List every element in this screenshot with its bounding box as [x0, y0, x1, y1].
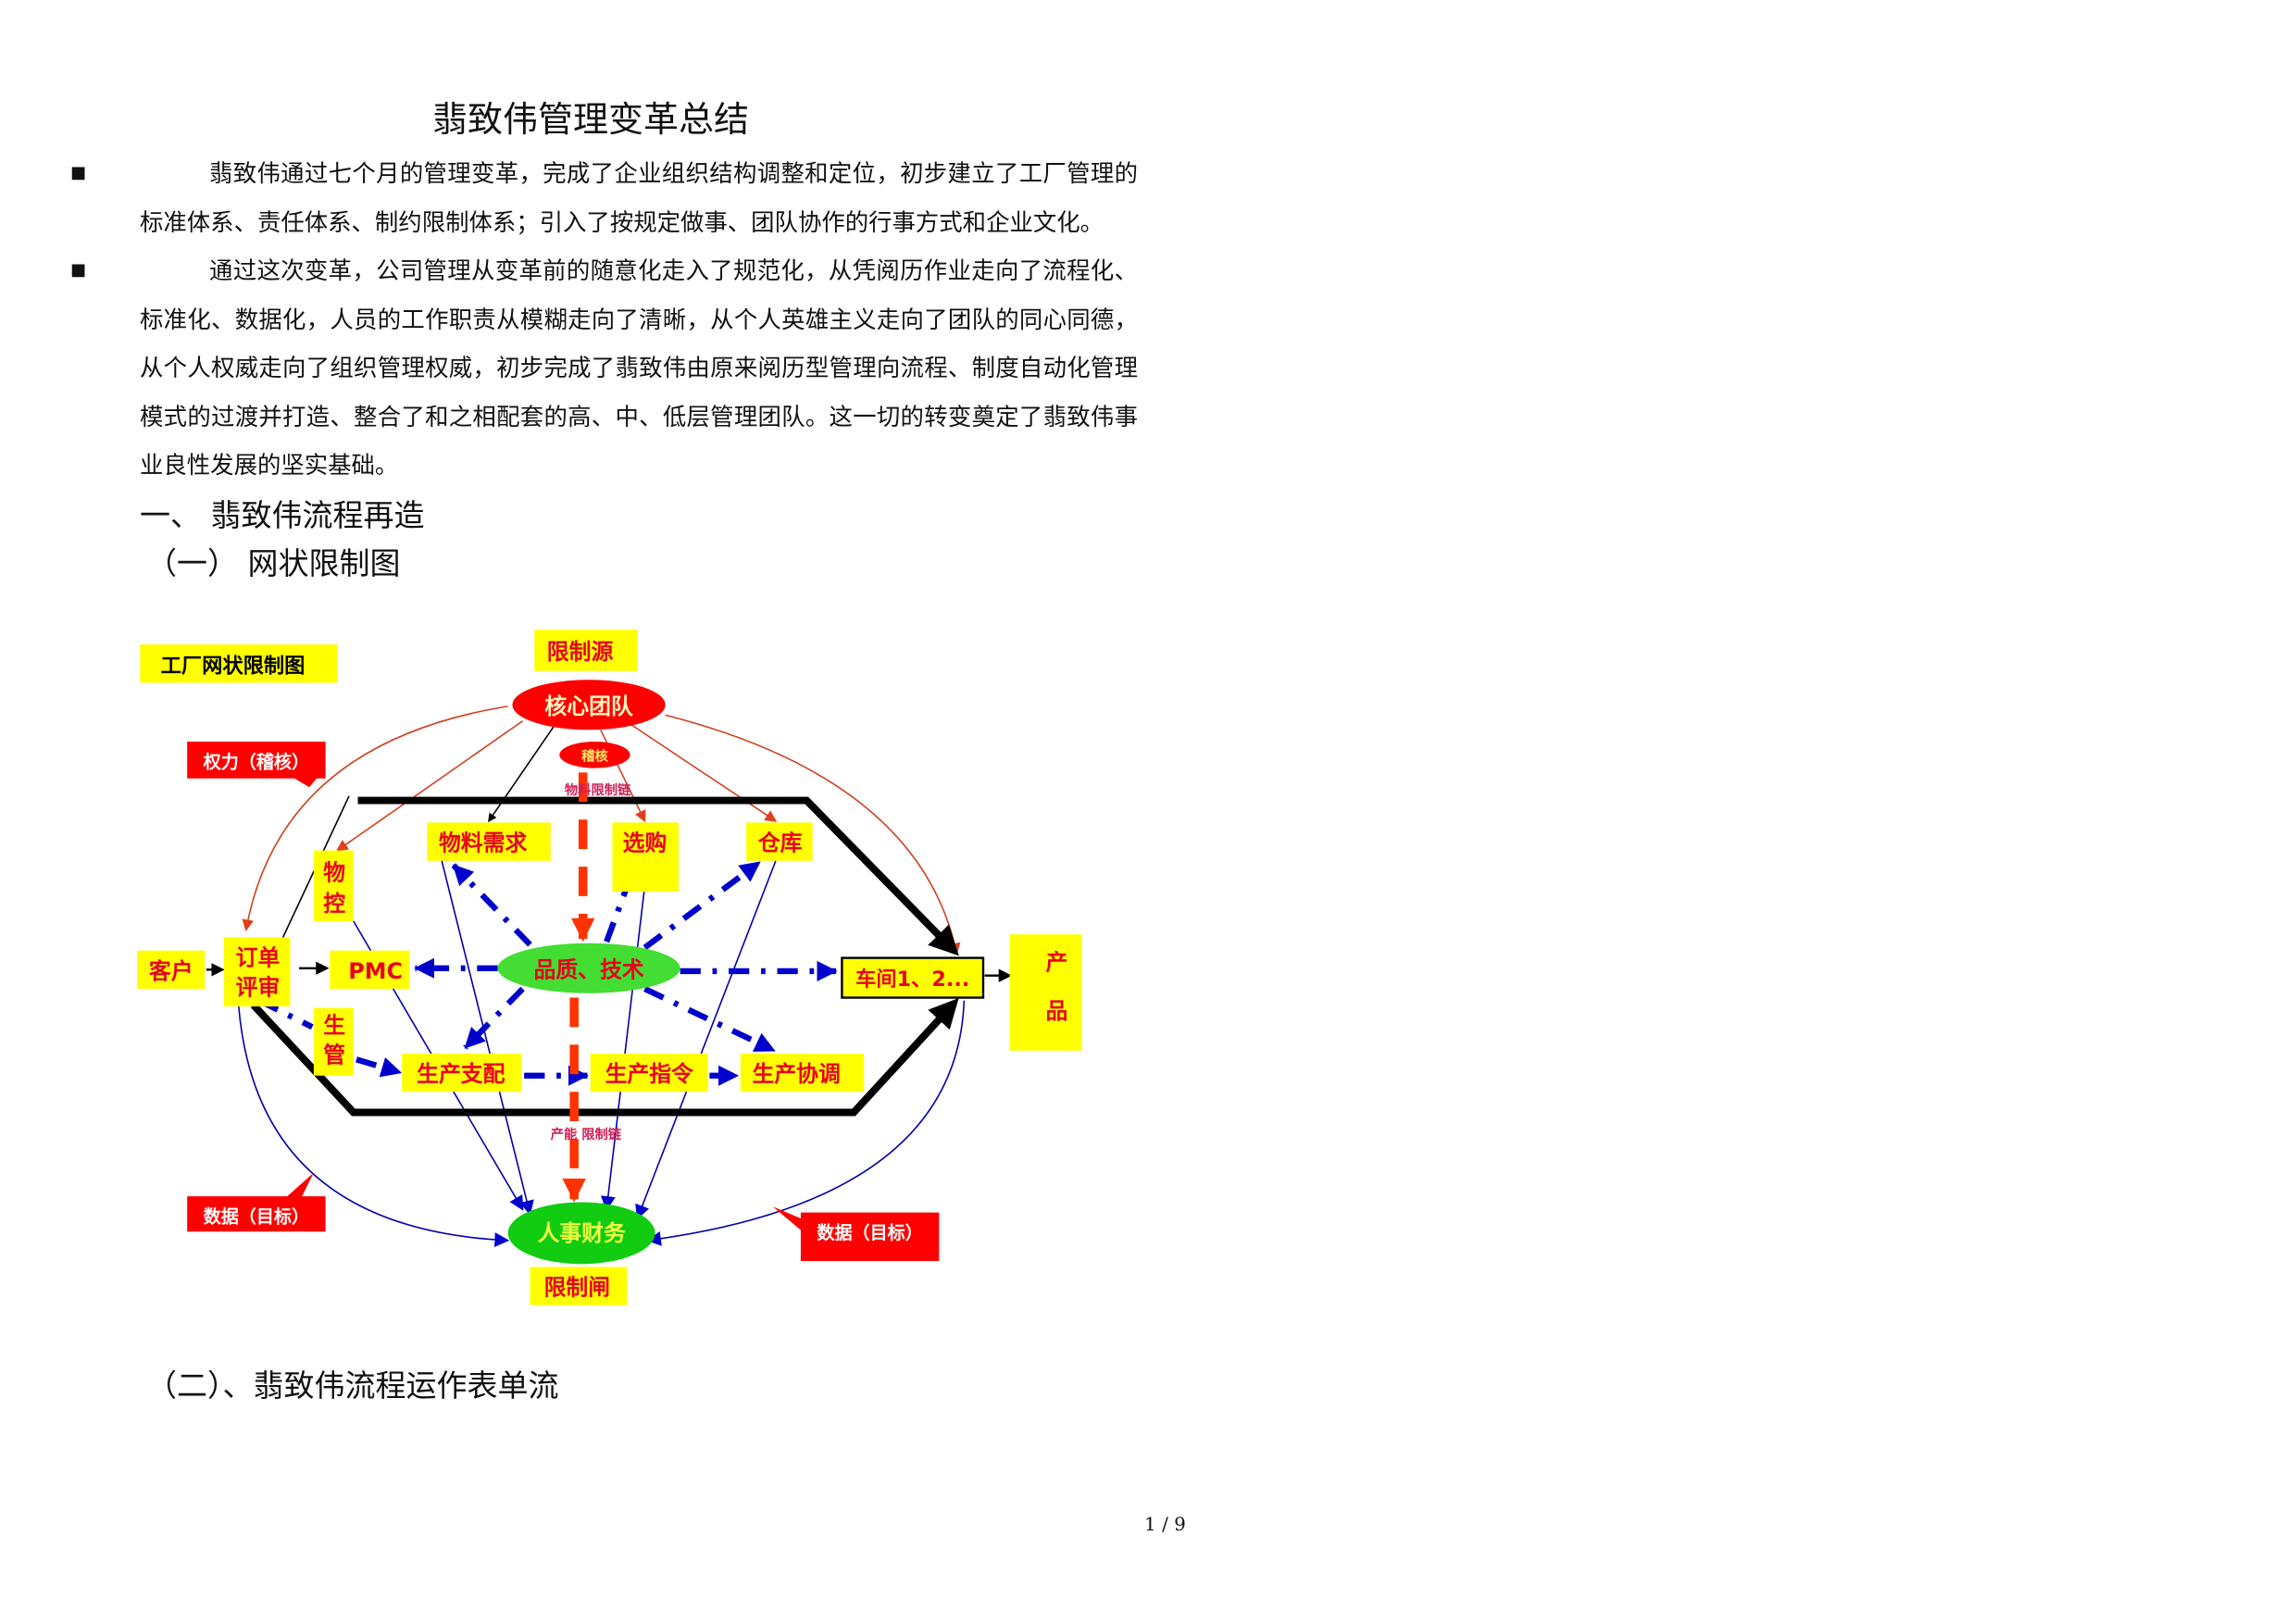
material-chain-label: 物料限制链 — [565, 781, 631, 798]
hr-finance-node — [507, 1202, 655, 1265]
power-callout-text: 权力（稽核） — [203, 752, 309, 773]
paragraph-1: ■ 翡致伟通过七个月的管理变革，完成了企业组织结构调整和定位，初步建立了工厂管理的… — [70, 149, 1138, 246]
process-frame — [250, 796, 959, 1117]
audit-bubble — [559, 742, 630, 768]
bullet-square-icon: ■ — [70, 163, 87, 182]
production-dispatch-label: 生产支配 — [417, 1061, 505, 1087]
gate-label: 限制闸 — [544, 1275, 610, 1301]
paragraph-2: ■ 通过这次变革，公司管理从变革前的随意化走入了规范化，从凭阅历作业走向了流程化、… — [70, 246, 1138, 490]
production-order-box — [590, 1053, 708, 1092]
quality-tech-node — [497, 943, 680, 993]
material-control-label: 物控 — [323, 859, 345, 916]
power-callout: 权力（稽核） — [187, 742, 326, 788]
paragraph-1-text: 翡致伟通过七个月的管理变革，完成了企业组织结构调整和定位，初步建立了工厂管理的标… — [140, 159, 1138, 236]
material-demand-box — [427, 822, 551, 861]
audit-bubble-label: 稽核 — [581, 748, 608, 765]
section-heading: 一、 翡致伟流程再造 — [140, 497, 425, 533]
workshop-box — [841, 956, 985, 999]
production-mgmt-box — [313, 1007, 354, 1076]
flow-arrows — [206, 961, 1012, 982]
purchasing-label: 选购 — [623, 830, 668, 856]
pmc-label: PMC — [348, 958, 403, 984]
subsection-heading-2: （二）、翡致伟流程运作表单流 — [146, 1367, 559, 1404]
production-coord-box — [740, 1053, 865, 1092]
subsection-heading-1: （一） 网状限制图 — [146, 545, 401, 581]
purchasing-box — [612, 822, 680, 893]
page-indicator: 1 / 9 — [1144, 1513, 1186, 1535]
diagram-title-box — [140, 644, 338, 683]
quality-tech-label: 品质、技术 — [533, 956, 643, 982]
order-review-label-1: 订单 — [236, 945, 281, 971]
material-demand-label: 物料需求 — [439, 830, 527, 856]
workshop-label: 车间1、2... — [855, 967, 969, 992]
core-team-node — [512, 680, 666, 730]
customer-label: 客户 — [149, 958, 193, 984]
production-dispatch-box — [402, 1053, 521, 1092]
customer-box — [137, 950, 206, 990]
paragraph-2-text: 通过这次变革，公司管理从变革前的随意化走入了规范化，从凭阅历作业走向了流程化、标… — [140, 256, 1138, 479]
data-callout-right-text: 数据（目标） — [817, 1222, 922, 1243]
bullet-square-icon: ■ — [70, 260, 87, 280]
constraint-chains — [562, 772, 595, 1203]
capacity-chain-label: 产能 限制链 — [551, 1126, 622, 1142]
warehouse-label: 仓库 — [757, 830, 803, 856]
production-order-label: 生产指令 — [605, 1061, 693, 1087]
diagram-title: 工厂网状限制图 — [161, 654, 306, 678]
hr-finance-label: 人事财务 — [537, 1220, 625, 1246]
core-to-demand-line — [488, 721, 557, 823]
order-review-label-2: 评审 — [236, 974, 281, 1000]
material-control-box — [313, 850, 354, 921]
source-label: 限制源 — [547, 639, 614, 665]
gate-label-box — [530, 1267, 628, 1305]
warehouse-box — [746, 822, 813, 861]
data-callout-left-text: 数据（目标） — [204, 1206, 309, 1228]
production-mgmt-label-1: 生 — [323, 1013, 345, 1039]
product-label-1: 产 — [1046, 949, 1068, 975]
production-mgmt-label-2: 管 — [323, 1042, 345, 1067]
document-title: 翡致伟管理变革总结 — [431, 99, 749, 140]
source-label-box — [534, 630, 638, 671]
order-review-box — [223, 937, 291, 1007]
authority-lines — [242, 705, 961, 955]
production-coord-label: 生产协调 — [753, 1061, 841, 1087]
pmc-box — [330, 950, 410, 990]
product-box — [1009, 934, 1082, 1051]
product-label-2: 品 — [1046, 998, 1068, 1024]
data-callout-right: 数据（目标） — [772, 1206, 940, 1262]
data-callout-left: 数据（目标） — [187, 1172, 326, 1232]
core-team-label: 核心团队 — [544, 693, 632, 719]
